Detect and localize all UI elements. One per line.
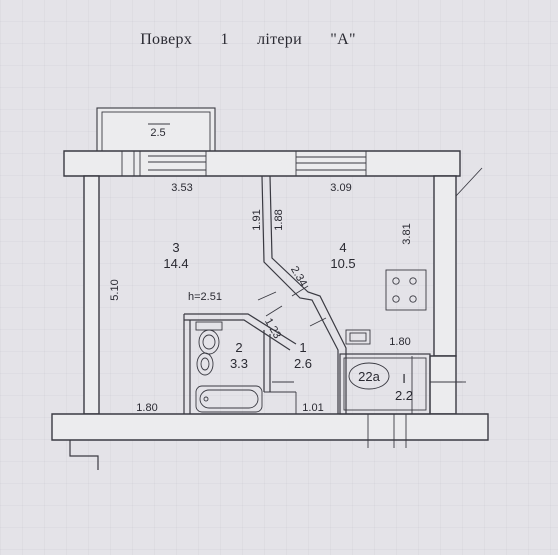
dim-top-right: 3.09 xyxy=(330,182,351,194)
bathtub-icon xyxy=(195,385,263,413)
left-wall xyxy=(83,175,100,415)
letter-value: "А" xyxy=(330,31,356,48)
dim-top-left: 3.53 xyxy=(171,182,192,194)
room-area: 14.4 xyxy=(163,256,188,271)
ceiling-height: h=2.51 xyxy=(188,291,222,303)
partition-left-edge xyxy=(261,175,339,414)
room-area: 2.2 xyxy=(395,388,413,403)
room-number: 2 xyxy=(235,340,242,355)
right-wall xyxy=(433,175,457,357)
door-marks xyxy=(257,285,327,383)
dim-left-height: 5.10 xyxy=(109,279,121,300)
dim-right-height: 3.81 xyxy=(401,223,413,244)
right-wall-break xyxy=(455,167,483,197)
room-number: 3 xyxy=(172,240,179,255)
washbasin-icon xyxy=(196,352,214,376)
room-area: 10.5 xyxy=(330,256,355,271)
stove-icon xyxy=(385,269,427,311)
room-area: 2.6 xyxy=(294,356,312,371)
balcony xyxy=(96,107,216,155)
wet-zone-top xyxy=(184,313,297,345)
room-2: 2 3.3 xyxy=(230,340,248,371)
room-number: 4 xyxy=(339,240,346,255)
room-i: І 2.2 xyxy=(395,371,413,403)
room-number: 1 xyxy=(299,340,306,355)
apartment-tag-text: 22а xyxy=(358,369,380,384)
apartment-tag: 22а xyxy=(348,362,390,390)
top-window-left xyxy=(121,151,207,176)
room-1: 1 2.6 xyxy=(294,340,312,371)
dim-diagonal-b: 1.23 xyxy=(262,316,283,341)
bottom-wall-step xyxy=(69,440,99,470)
dim-partition-b: 1.88 xyxy=(273,209,285,230)
balcony-area: 2.5 xyxy=(150,127,165,139)
top-wall xyxy=(63,150,461,177)
partition-right-edge xyxy=(269,175,347,414)
floor-heading: Поверх 1 літери "А" xyxy=(0,31,496,49)
toilet-icon xyxy=(195,321,223,355)
room-4: 4 10.5 xyxy=(330,240,355,271)
floor-label: Поверх xyxy=(140,31,193,48)
floor-number: 1 xyxy=(220,31,229,48)
room-number: І xyxy=(402,371,406,386)
bottom-door xyxy=(367,414,407,448)
room-3: 3 14.4 xyxy=(163,240,188,271)
kitchen-sink-icon xyxy=(345,329,371,345)
dim-bottom-mid: 1.01 xyxy=(302,402,323,414)
dim-partition-a: 1.91 xyxy=(251,209,263,230)
bottom-wall xyxy=(51,413,489,441)
letter-label: літери xyxy=(257,31,302,48)
right-wall-lower xyxy=(429,355,457,415)
dim-mid-right: 1.80 xyxy=(389,336,410,348)
dim-bottom-left: 1.80 xyxy=(136,402,157,414)
room-area: 3.3 xyxy=(230,356,248,371)
storage-box xyxy=(339,353,431,415)
top-window-right xyxy=(295,151,367,176)
